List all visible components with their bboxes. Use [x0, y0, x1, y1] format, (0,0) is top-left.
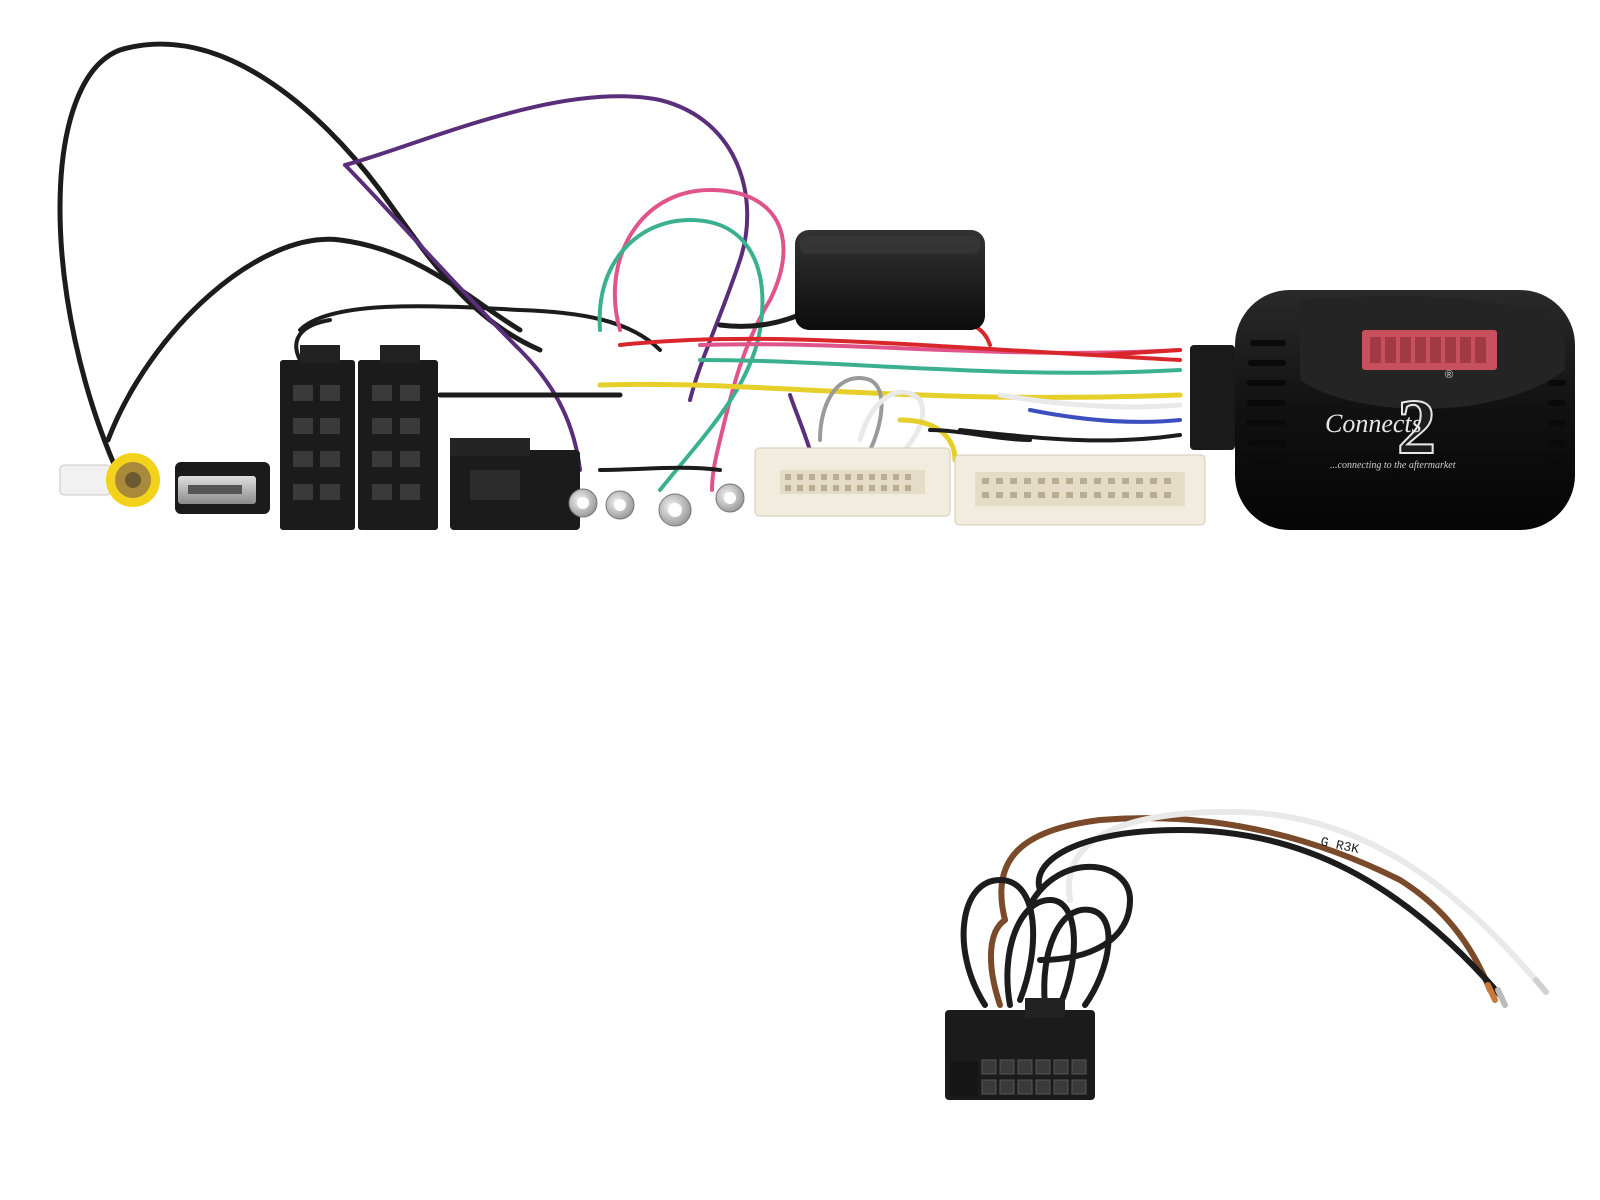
green-wire-loop	[597, 217, 765, 492]
brown-wire	[987, 917, 1008, 1008]
black-wire-loop	[57, 41, 543, 481]
logo-wordmark: Connects	[1325, 409, 1422, 438]
inline-filter-box	[795, 230, 985, 330]
patch-lead-connector-icon	[945, 998, 1095, 1100]
white-wire	[857, 389, 926, 458]
white-multipin-connector-icon	[754, 447, 1206, 526]
square-connector-icon	[450, 438, 580, 530]
black-wire	[928, 428, 1032, 442]
ring-terminal-icon	[568, 483, 745, 527]
red-wire	[618, 336, 1182, 362]
iso-connector-icon	[280, 345, 438, 530]
purple-wire	[343, 163, 582, 472]
logo-numeral: 2	[1397, 383, 1436, 470]
green-wire	[698, 358, 1182, 375]
black-wire	[1035, 826, 1503, 998]
dip-switch	[1362, 330, 1497, 370]
blue-wire	[1028, 408, 1182, 424]
logo-tagline: ...connecting to the aftermarket	[1330, 460, 1456, 471]
black-wire	[598, 465, 722, 472]
white-wire	[997, 392, 1183, 410]
yellow-wire	[597, 381, 1183, 400]
black-wire	[298, 304, 662, 352]
brand-logo: 2 ® Connects ...connecting to the afterm…	[1325, 369, 1456, 471]
white-wire	[1065, 808, 1543, 988]
patch-lead-wires	[960, 808, 1543, 1008]
black-wire-loop	[1041, 906, 1112, 1008]
black-wire	[958, 428, 1182, 443]
black-wire	[294, 318, 332, 362]
black-wire-loop	[960, 876, 1037, 1008]
brown-wire	[998, 815, 1493, 993]
pink-wire-loop	[612, 187, 786, 492]
rca-plug-icon	[59, 453, 160, 507]
usb-plug-icon	[175, 462, 270, 514]
interface-module-icon: 2 ® Connects ...connecting to the afterm…	[1190, 290, 1575, 530]
red-wire	[1098, 348, 1182, 357]
logo-registered-mark: ®	[1445, 369, 1453, 381]
wire-tips	[1485, 977, 1549, 1008]
black-wire-loop	[1004, 896, 1077, 1008]
purple-wire-loop	[343, 94, 750, 402]
purple-wire	[788, 393, 812, 452]
black-wire-loop	[1027, 863, 1134, 963]
grey-wire	[818, 376, 884, 452]
harness-wires	[57, 41, 1183, 492]
